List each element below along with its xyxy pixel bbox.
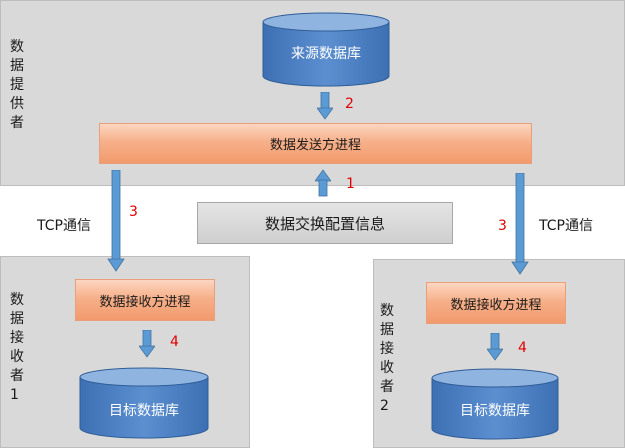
source-database-label: 来源数据库 [291,46,361,62]
arrow-step4-left [139,330,155,358]
receiver2-process: 数据接收方进程 [426,282,566,324]
step4-right-number: 4 [518,340,527,356]
step4-left-number: 4 [170,334,179,350]
provider-region-label: 数 据 提 供 者 [10,39,24,131]
arrow-step3-right [511,173,529,275]
source-database: 来源数据库 [262,12,390,87]
target-database-2-label: 目标数据库 [460,403,530,419]
source-database-icon [262,12,390,87]
receiver1-process: 数据接收方进程 [75,279,215,321]
target-database-2-icon [431,368,559,440]
receiver1-region-label: 数 据 接 收 者 1 [10,292,24,403]
receiver2-region-label: 数 据 接 收 者 2 [380,303,394,414]
target-database-1: 目标数据库 [79,367,209,439]
step1-number: 1 [346,176,355,192]
step3-right-number: 3 [498,218,507,234]
arrow-step3-left [107,170,125,272]
arrow-step2 [317,92,333,120]
config-box: 数据交换配置信息 [197,202,453,244]
target-database-1-label: 目标数据库 [109,403,179,419]
step2-number: 2 [345,96,354,112]
sender-process: 数据发送方进程 [99,123,532,164]
arrow-step1 [315,169,331,197]
step3-left-number: 3 [129,204,138,220]
arrow-step4-right [487,333,503,361]
target-database-2: 目标数据库 [431,368,559,440]
target-database-1-icon [79,367,209,439]
tcp-right-label: TCP通信 [539,218,593,234]
tcp-left-label: TCP通信 [37,218,91,234]
